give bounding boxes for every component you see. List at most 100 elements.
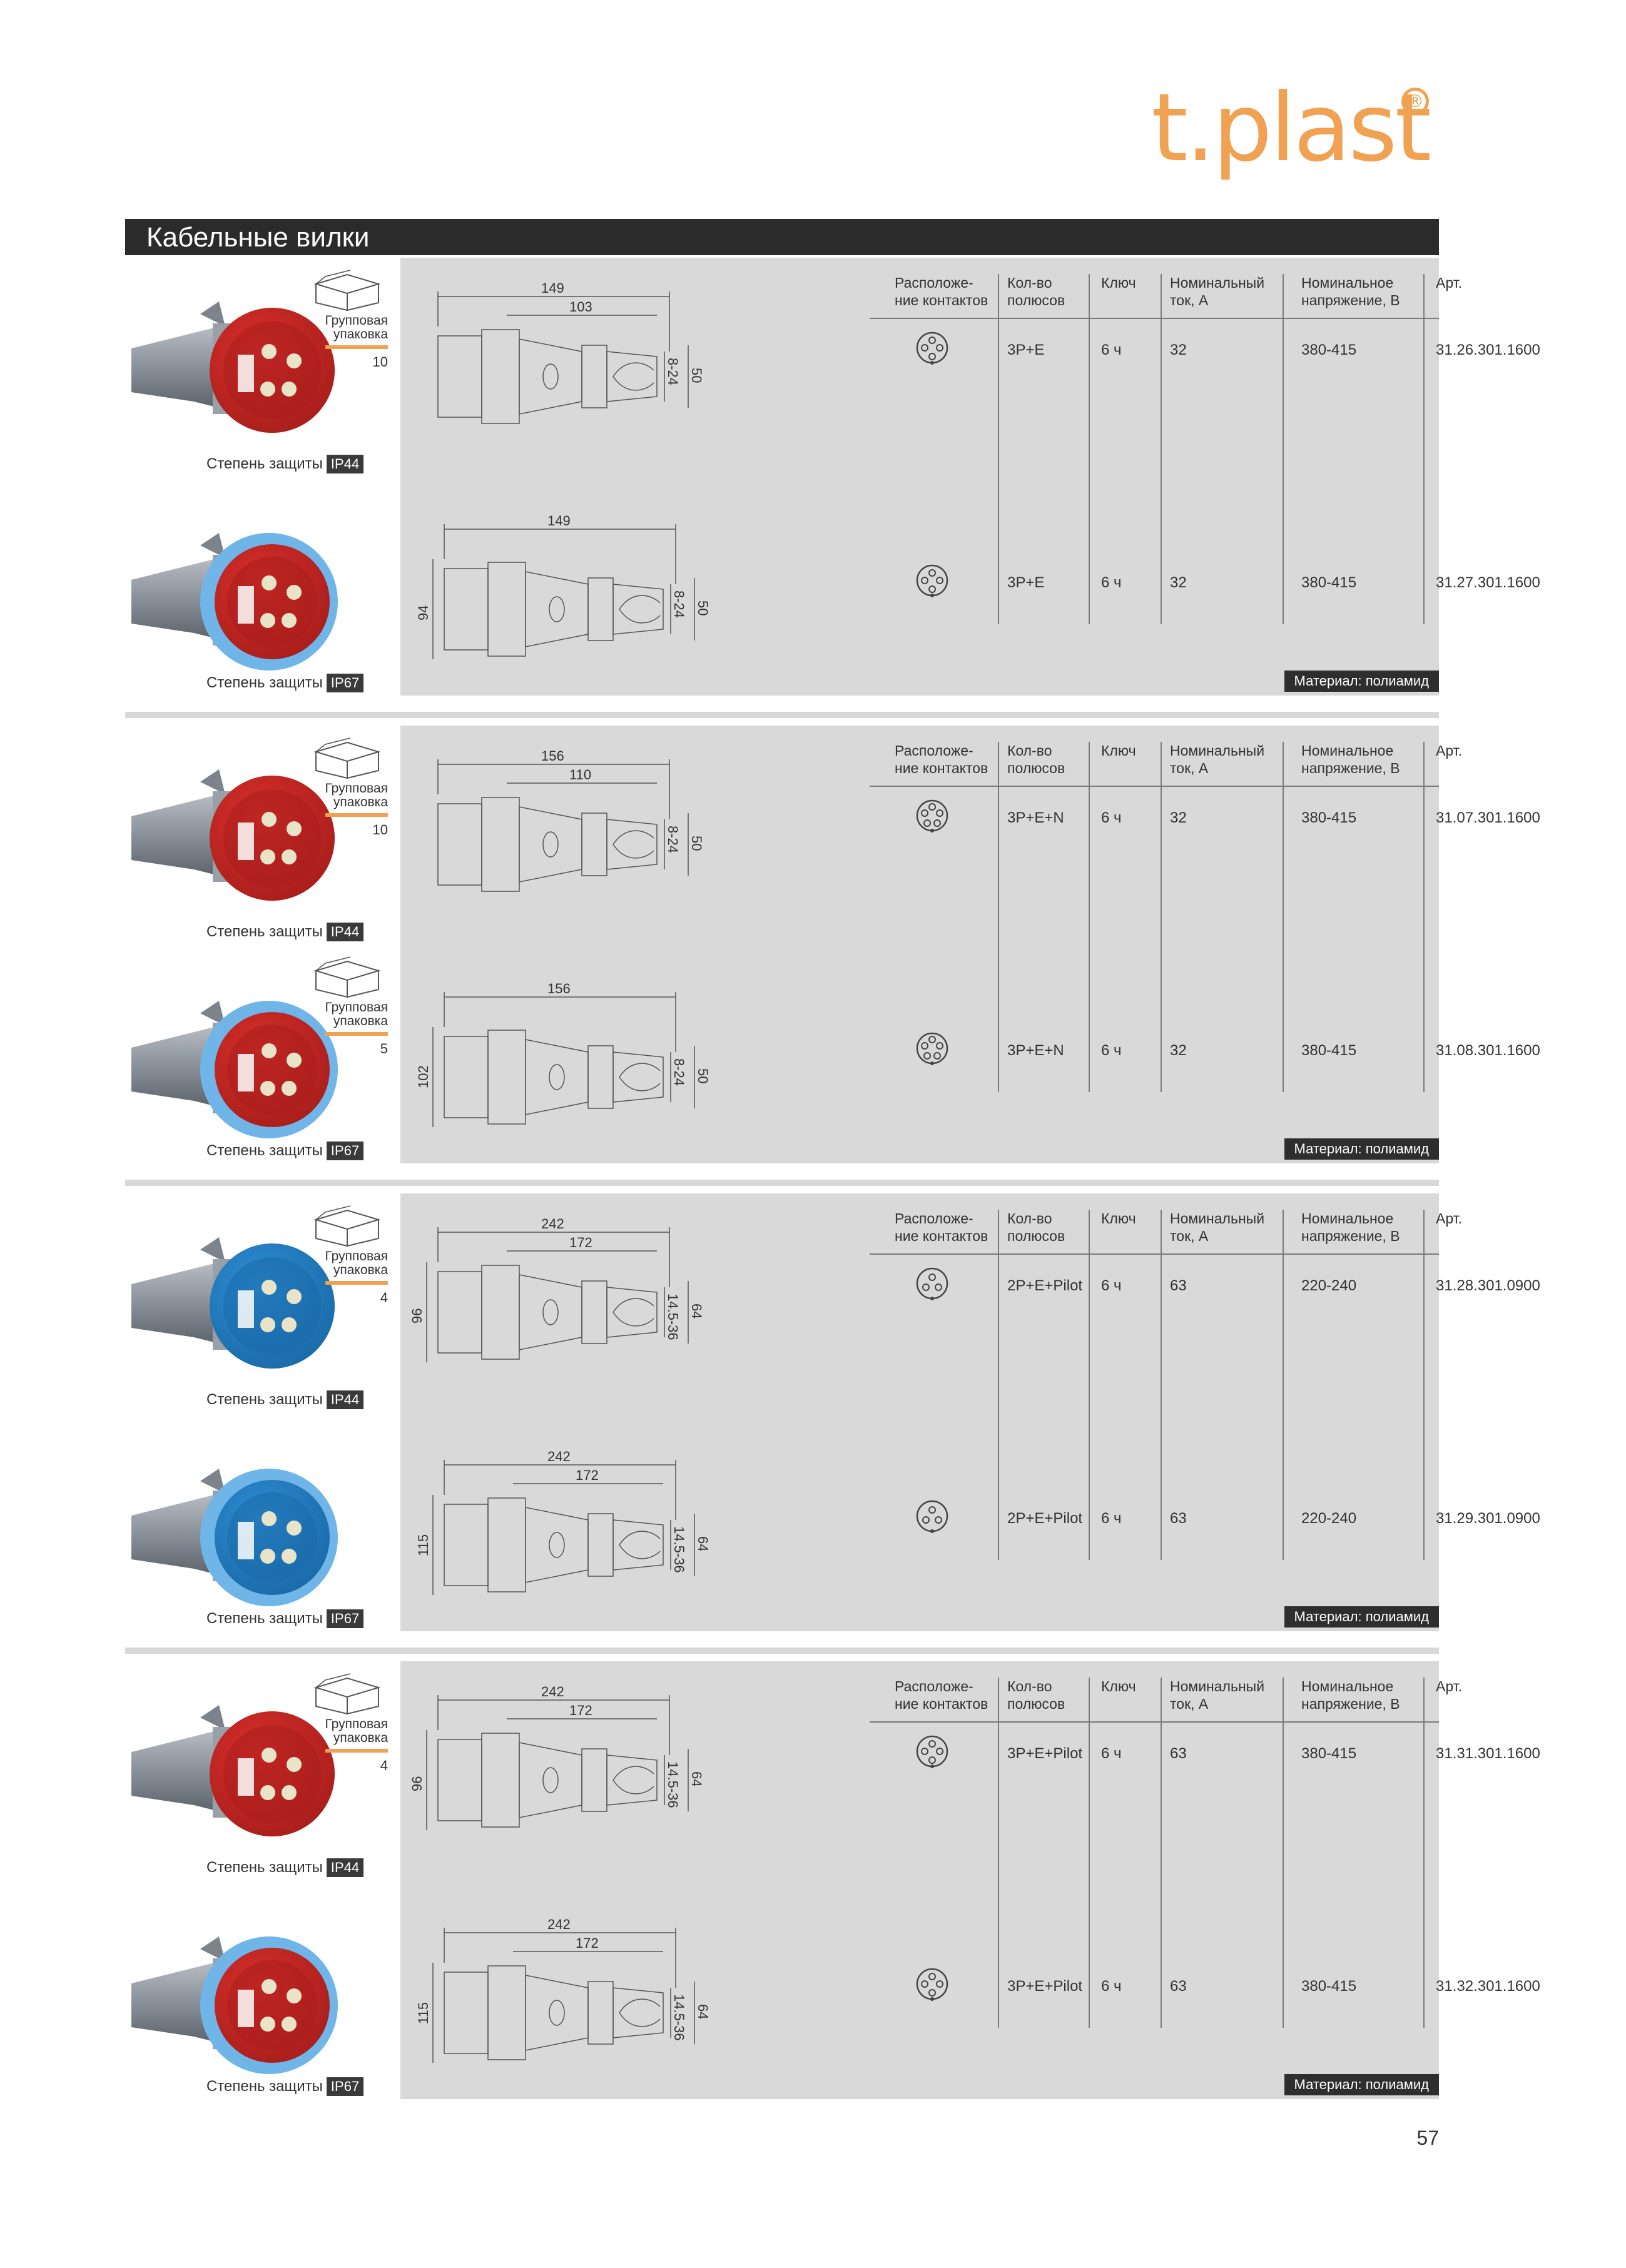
column-header-current: Номинальный ток, А	[1170, 1678, 1265, 1712]
svg-text:242: 242	[541, 1684, 564, 1699]
cell-art: 31.31.301.1600	[1436, 1745, 1540, 1762]
header-underline	[870, 318, 1439, 319]
cell-art: 31.08.301.1600	[1436, 1042, 1540, 1059]
column-divider	[1283, 742, 1284, 1092]
dimension-drawing: 242 172 14.5-36 64 115	[415, 1916, 711, 2097]
pack-divider	[325, 1281, 388, 1285]
cell-voltage: 220-240	[1301, 1277, 1357, 1294]
spec-panel	[400, 258, 1439, 696]
protection-label: Степень защиты	[206, 674, 323, 691]
column-header-voltage: Номинальное напряжение, В	[1301, 1678, 1400, 1712]
cell-voltage: 380-415	[1301, 1042, 1357, 1059]
svg-text:50: 50	[695, 600, 711, 615]
group-pack-label: Групповая упаковка	[325, 1249, 388, 1277]
pack-divider	[325, 813, 388, 817]
column-header-art: Арт.	[1436, 742, 1463, 759]
svg-text:50: 50	[689, 368, 704, 383]
cell-key: 6 ч	[1101, 1277, 1122, 1294]
column-header-contacts: Расположе- ние контактов	[895, 742, 988, 776]
cell-voltage: 380-415	[1301, 809, 1357, 826]
svg-text:64: 64	[689, 1304, 704, 1319]
cell-current: 63	[1170, 1277, 1187, 1294]
registered-mark: ®	[1401, 88, 1429, 115]
section-separator	[125, 1180, 1439, 1186]
column-divider	[1089, 1678, 1090, 2028]
page-title-bar: Кабельные вилки	[125, 219, 1439, 255]
protection-label: Степень защиты	[206, 2078, 323, 2095]
ip-badge: IP44	[326, 1858, 364, 1877]
protection-label: Степень защиты	[206, 1610, 323, 1627]
cell-art: 31.07.301.1600	[1436, 809, 1540, 826]
column-divider	[1423, 742, 1425, 1092]
column-header-art: Арт.	[1436, 1678, 1463, 1694]
svg-text:14.5-36: 14.5-36	[671, 1526, 687, 1573]
contact-layout-icon	[913, 1733, 951, 1770]
column-divider	[1089, 1210, 1090, 1560]
pack-divider	[325, 345, 388, 349]
svg-text:102: 102	[415, 1065, 431, 1088]
cell-current: 32	[1170, 574, 1187, 591]
cell-key: 6 ч	[1101, 342, 1122, 358]
cell-key: 6 ч	[1101, 1978, 1122, 1995]
column-divider	[1283, 1210, 1284, 1560]
box-icon	[313, 956, 382, 998]
material-badge: Материал: полиамид	[1284, 2074, 1439, 2095]
group-pack-label: Групповая упаковка	[325, 1717, 388, 1745]
column-divider	[998, 274, 999, 624]
column-header-contacts: Расположе- ние контактов	[895, 1210, 988, 1244]
protection-label: Степень защиты	[206, 923, 323, 940]
column-header-contacts: Расположе- ние контактов	[895, 275, 988, 308]
dimension-drawing: 156 8-24 50 102	[415, 981, 711, 1162]
cell-voltage: 220-240	[1301, 1510, 1357, 1527]
column-divider	[1283, 274, 1284, 624]
cell-current: 32	[1170, 342, 1187, 358]
plug-photo-ip67	[125, 1924, 350, 2090]
cell-key: 6 ч	[1101, 1510, 1122, 1527]
svg-text:242: 242	[541, 1216, 564, 1232]
dimension-drawing: 149 103 8-24 50	[419, 280, 707, 461]
svg-text:14.5-36: 14.5-36	[665, 1761, 681, 1808]
material-badge: Материал: полиамид	[1284, 1138, 1439, 1160]
cell-art: 31.28.301.0900	[1436, 1277, 1540, 1294]
svg-text:64: 64	[689, 1771, 704, 1786]
group-pack-label: Групповая упаковка	[325, 1000, 388, 1028]
contact-layout-icon	[913, 1030, 951, 1067]
column-header-poles: Кол-во полюсов	[1007, 275, 1065, 308]
column-divider	[1089, 274, 1090, 624]
svg-text:8-24: 8-24	[671, 590, 687, 618]
material-badge: Материал: полиамид	[1284, 671, 1439, 692]
plug-photo-ip67	[125, 1456, 350, 1622]
column-header-current: Номинальный ток, А	[1170, 742, 1265, 776]
protection-label: Степень защиты	[206, 1142, 323, 1159]
cell-poles: 3P+E	[1007, 574, 1045, 591]
svg-text:172: 172	[576, 1467, 599, 1483]
ip-badge: IP44	[326, 455, 364, 473]
column-header-poles: Кол-во полюсов	[1007, 742, 1065, 776]
svg-text:50: 50	[695, 1068, 711, 1083]
cell-poles: 2P+E+Pilot	[1007, 1277, 1083, 1294]
contact-layout-icon	[913, 1497, 951, 1535]
brand-logo: t.plast ®	[1151, 81, 1439, 206]
box-icon	[313, 1205, 382, 1247]
spec-panel	[400, 1193, 1439, 1631]
column-header-poles: Кол-во полюсов	[1007, 1210, 1065, 1244]
column-divider	[998, 1210, 999, 1560]
svg-text:172: 172	[576, 1935, 599, 1951]
column-divider	[998, 742, 999, 1092]
dimension-drawing: 156 110 8-24 50	[419, 748, 707, 929]
cell-poles: 3P+E	[1007, 342, 1045, 358]
cell-poles: 3P+E+Pilot	[1007, 1745, 1083, 1762]
dimension-drawing: 242 172 14.5-36 64 96	[409, 1216, 707, 1397]
